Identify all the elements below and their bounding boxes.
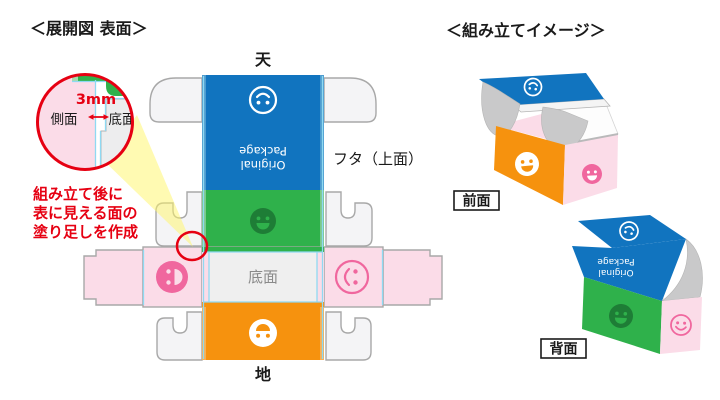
side-panel-right (323, 246, 384, 308)
back-box-lid-front (572, 239, 686, 301)
assembled-box-front (479, 73, 619, 205)
arrow-head-left (88, 114, 94, 120)
back-view-label: 背面 (540, 338, 587, 359)
bleed-strip-pink-right (317, 252, 324, 302)
smiley-icon-front-box-side (582, 164, 602, 184)
smiley-icon-back-box-lid (619, 221, 639, 241)
magnifier-side-label: 側面 (51, 112, 78, 128)
magnifier-fold-lines (72, 80, 132, 169)
bottom-caption: 地 (255, 365, 271, 384)
wing-flap-right (323, 77, 377, 123)
tuck-flap-left (83, 249, 144, 306)
note-line: 表に見える面の (33, 204, 138, 222)
front-box-wing-right (541, 106, 589, 150)
assembly-title: ＜組み立てイメージ＞ (446, 21, 606, 40)
dieline-title: ＜展開図 表面＞ (30, 19, 148, 38)
dust-flap-right-lower (325, 311, 372, 361)
corner-marker-circle (175, 230, 209, 262)
smiley-icon-lid-flap (248, 85, 278, 115)
smiley-icon-back-box-face (609, 304, 633, 328)
back-box-side-face (660, 297, 702, 354)
magnifier: 3mm 側面 底面 (36, 73, 136, 171)
lid-caption: フタ（上面） (333, 150, 423, 168)
bleed-strip-pink-left (202, 252, 209, 302)
assembled-box-back: Original Package (572, 215, 703, 354)
bottom-face-panel (201, 246, 325, 308)
magnifier-ring (36, 73, 134, 171)
wing-flap-left (149, 77, 203, 123)
smiley-icon-front-box-face (515, 152, 539, 176)
fold-lines (142, 76, 384, 359)
bleed-strip-green (202, 247, 324, 252)
back-view-label-text: 背面 (550, 341, 578, 358)
front-view-label: 前面 (453, 190, 500, 211)
top-caption: 天 (255, 50, 272, 69)
smiley-icon-front-panel (249, 319, 277, 347)
dieline: Original Package (83, 75, 443, 361)
dust-flap-right-upper (325, 191, 373, 247)
brand-line1: Original (240, 158, 285, 172)
smiley-icon-side-left (156, 261, 188, 293)
front-box-wing-left (481, 81, 521, 137)
back-box-gray-flap (660, 238, 703, 302)
brand-line2: Package (597, 256, 635, 266)
tuck-flap-right (382, 249, 443, 306)
magnifier-base-label: 底面 (109, 112, 136, 128)
measure-label: 3mm (76, 92, 116, 108)
brand-line2: Package (239, 144, 287, 158)
brand-line1: Original (598, 267, 633, 277)
note-line: 塗り足しを作成 (33, 223, 138, 241)
lid-flap-panel (202, 75, 324, 125)
smiley-icon-back-panel (250, 208, 276, 234)
note-line: 組み立て後に (33, 185, 123, 203)
lid-panel (202, 125, 324, 190)
dust-flap-left-lower (156, 311, 203, 361)
back-box-lid-top (578, 215, 686, 248)
front-view-label-text: 前面 (463, 193, 491, 210)
brand-text-back-box: Original Package (597, 256, 635, 277)
arrow-head-right (103, 114, 109, 120)
bleed-note: 組み立て後に 表に見える面の 塗り足しを作成 (33, 185, 138, 241)
magnifier-green-halftone (72, 75, 78, 81)
base-caption: 底面 (248, 268, 278, 286)
smiley-icon-side-right (334, 259, 370, 295)
bleed-strip-orange (202, 302, 324, 307)
brand-text-dieline: Original Package (239, 144, 287, 172)
smiley-icon-front-box-lid (523, 77, 543, 97)
smiley-icon-back-box-side (670, 314, 692, 336)
